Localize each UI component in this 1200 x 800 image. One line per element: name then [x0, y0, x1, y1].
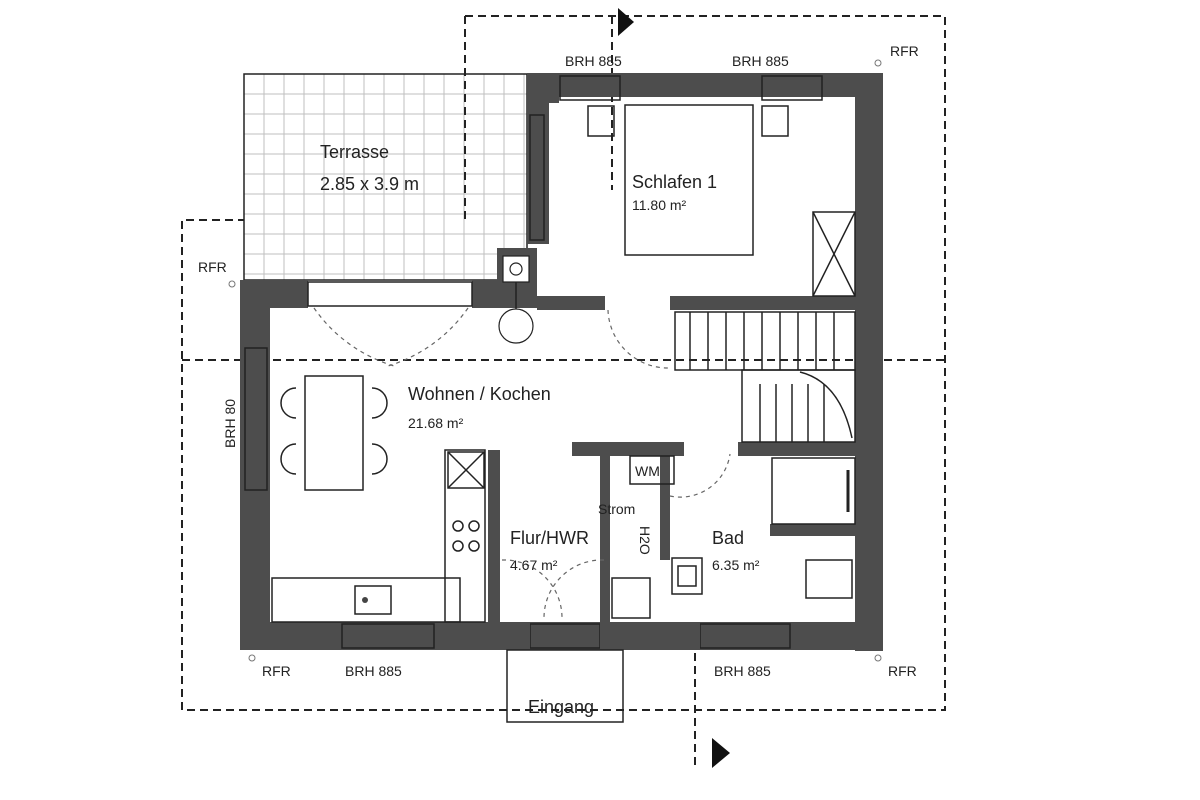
bed: [587, 104, 789, 256]
door-swings: [313, 307, 731, 619]
chimney: [498, 255, 534, 344]
bedroom-name: Schlafen 1: [632, 172, 717, 192]
terrace-name: Terrasse: [320, 142, 389, 162]
section-marker-top: [618, 8, 634, 36]
hall-area: 4.67 m²: [510, 557, 558, 573]
wm-label: WM: [635, 463, 660, 479]
kitchen: [271, 449, 486, 623]
bath-area: 6.35 m²: [712, 557, 760, 573]
dashed-lines: [181, 15, 946, 770]
brh-bottom-left: BRH 885: [345, 663, 402, 679]
rfr-bottom-left: RFR: [262, 663, 291, 679]
labels: Terrasse 2.85 x 3.9 m Schlafen 1 11.80 m…: [198, 43, 919, 717]
brh-top-right: BRH 885: [732, 53, 789, 69]
living-area: 21.68 m²: [408, 415, 464, 431]
brh-bottom-right: BRH 885: [714, 663, 771, 679]
entrance-name: Eingang: [528, 697, 594, 717]
staircase: [674, 311, 856, 443]
rfr-left: RFR: [198, 259, 227, 275]
h2o-label: H2O: [637, 526, 653, 555]
hall-name: Flur/HWR: [510, 528, 589, 548]
rfr-bottom-right: RFR: [888, 663, 917, 679]
living-name: Wohnen / Kochen: [408, 384, 551, 404]
bathroom-fixtures: [611, 455, 856, 619]
bedroom-area: 11.80 m²: [632, 197, 687, 213]
brh-top-left: BRH 885: [565, 53, 622, 69]
wardrobe: [812, 211, 856, 297]
strom-label: Strom: [598, 501, 635, 517]
entrance-outline: [506, 649, 624, 723]
dining-table: [280, 375, 388, 491]
rfr-markers: [228, 59, 882, 662]
windows: [244, 75, 823, 649]
terrace-size: 2.85 x 3.9 m: [320, 174, 419, 194]
brh-left: BRH 80: [222, 399, 238, 448]
rfr-top-right: RFR: [890, 43, 919, 59]
section-marker-bottom: [712, 738, 730, 768]
bath-name: Bad: [712, 528, 744, 548]
